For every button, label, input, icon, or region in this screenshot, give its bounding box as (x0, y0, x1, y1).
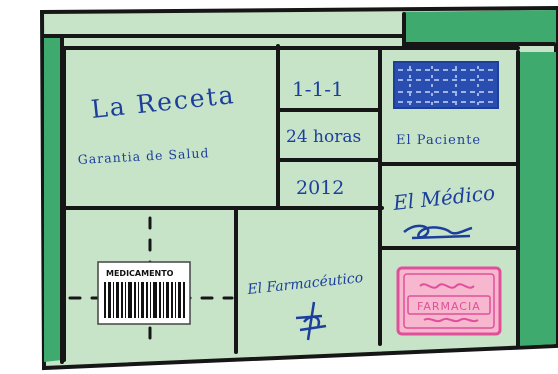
stamp-label: FARMACIA (417, 300, 481, 313)
right-green-band (518, 52, 556, 346)
top-right-green-band (404, 10, 556, 46)
code-value: 1-1-1 (292, 77, 344, 101)
paciente-label: El Paciente (396, 133, 481, 148)
farmaceutico-signature-icon (295, 301, 327, 341)
signature-icon (403, 224, 473, 240)
scribble-barcode-icon (393, 61, 499, 109)
medicamento-label: MEDICAMENTO (106, 269, 174, 278)
barcode-icon: MEDICAMENTO (97, 261, 191, 325)
hours-value: 24 horas (286, 127, 361, 147)
year-value: 2012 (296, 177, 344, 199)
left-green-band (44, 36, 62, 362)
pharmacy-stamp-icon: FARMACIA (396, 266, 502, 336)
receta-subtitle: Garantia de Salud (77, 145, 209, 167)
